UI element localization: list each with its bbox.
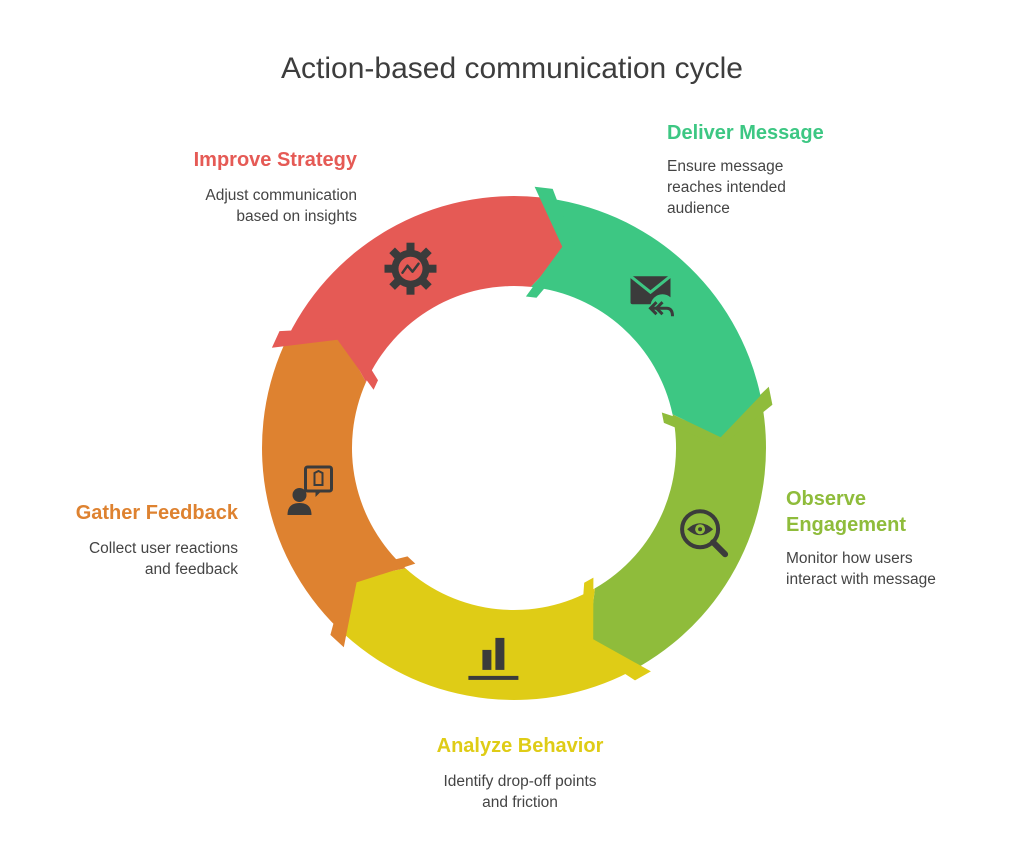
- segment-separator-tab: [661, 386, 773, 447]
- step-title: Deliver Message: [667, 122, 824, 144]
- description-line: Collect user reactions: [88, 540, 238, 557]
- description-line: Adjust communication: [205, 187, 357, 204]
- envelope-reply-icon: [629, 275, 675, 319]
- step-description: Adjust communication based on insights: [117, 185, 357, 227]
- step-title: Gather Feedback: [75, 502, 238, 524]
- description-line: audience: [667, 200, 730, 217]
- step-observe-engagement: Observe Engagement Monitor how users int…: [786, 486, 1006, 590]
- title-line: Observe: [786, 488, 867, 510]
- step-title: Observe Engagement: [786, 486, 1006, 538]
- ring-segment: [530, 197, 761, 438]
- ring-segment: [262, 335, 406, 636]
- person-speech-icon: [287, 465, 333, 515]
- segment-separator-tab: [330, 556, 416, 648]
- segment-separator-tab: [271, 327, 378, 390]
- step-improve-strategy: Improve Strategy Adjust communication ba…: [117, 147, 357, 227]
- description-line: reaches intended: [667, 179, 786, 196]
- segment-separator-tab: [579, 577, 651, 681]
- description-line: Ensure message: [667, 158, 784, 175]
- ring-segment: [345, 568, 640, 700]
- description-line: and feedback: [144, 561, 238, 578]
- step-analyze-behavior: Analyze Behavior Identify drop-off point…: [390, 733, 650, 813]
- segment-separator-tab: [525, 186, 577, 298]
- diagram-title: Action-based communication cycle: [281, 52, 743, 85]
- step-description: Monitor how users interact with message: [786, 548, 1006, 590]
- ring-segment: [588, 395, 766, 667]
- title-line: Engagement: [786, 514, 907, 536]
- bar-chart-icon: [468, 637, 519, 680]
- step-description: Ensure message reaches intended audience: [667, 156, 927, 219]
- step-title: Improve Strategy: [193, 149, 357, 171]
- description-line: and friction: [482, 794, 558, 811]
- step-deliver-message: Deliver Message Ensure message reaches i…: [667, 120, 927, 219]
- step-gather-feedback: Gather Feedback Collect user reactions a…: [18, 500, 238, 580]
- eye-magnifier-icon: [680, 509, 729, 558]
- step-description: Collect user reactions and feedback: [18, 538, 238, 580]
- description-line: interact with message: [786, 571, 936, 588]
- description-line: based on insights: [236, 208, 357, 225]
- description-line: Monitor how users: [786, 550, 913, 567]
- gear-trend-icon: [384, 242, 437, 295]
- step-title: Analyze Behavior: [436, 735, 604, 757]
- description-line: Identify drop-off points: [443, 773, 597, 790]
- step-description: Identify drop-off points and friction: [390, 771, 650, 813]
